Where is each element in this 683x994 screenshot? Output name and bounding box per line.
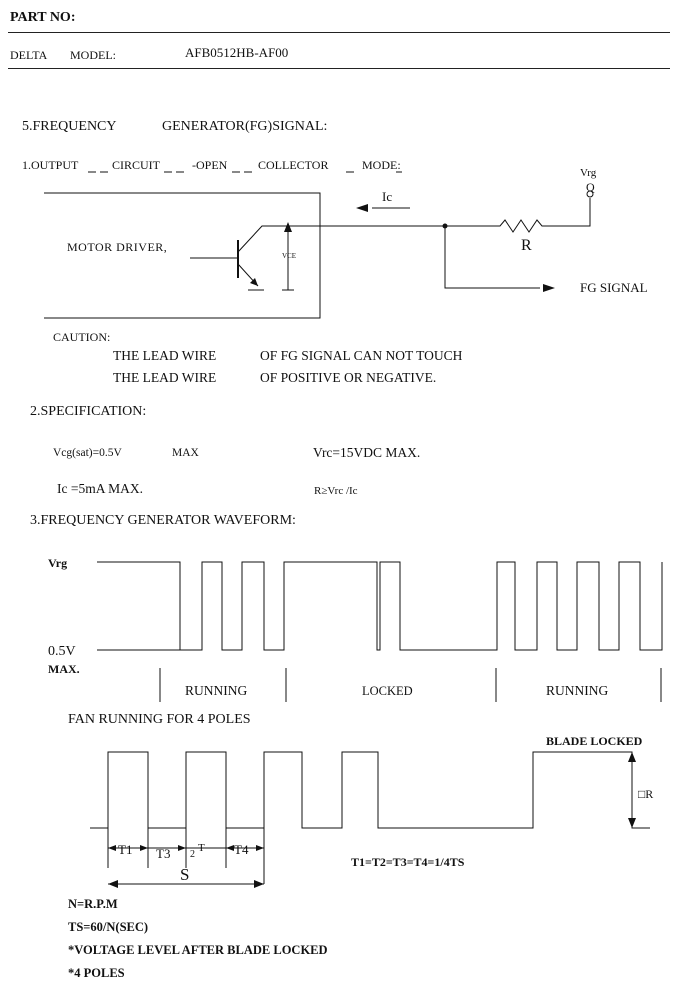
caution-line-2b: OF POSITIVE OR NEGATIVE. — [260, 370, 437, 385]
section-title: 5.FREQUENCY — [22, 119, 117, 134]
s-arrow-left — [108, 880, 118, 888]
section-title-2: GENERATOR(FG)SIGNAL: — [162, 119, 328, 134]
note-ts: TS=60/N(SEC) — [68, 920, 149, 934]
motor-driver-label: MOTOR DRIVER, — [67, 240, 168, 254]
running-label-1: RUNNING — [185, 683, 248, 698]
note-voltage-level: *VOLTAGE LEVEL AFTER BLADE LOCKED — [68, 943, 328, 957]
spec-vrc: Vrc=15VDC MAX. — [313, 445, 421, 460]
fg-signal-label: FG SIGNAL — [580, 280, 648, 295]
vce-arrow-up — [284, 222, 292, 232]
note-rpm: N=R.P.M — [68, 897, 118, 911]
spec-max: MAX — [172, 447, 199, 459]
caution-line-1b: OF FG SIGNAL CAN NOT TOUCH — [260, 348, 463, 363]
spec-vcg: Vcg(sat)=0.5V — [53, 447, 122, 459]
r-box-label: □R — [638, 787, 654, 801]
part-no-label: PART NO: — [10, 10, 76, 25]
vrg-label: Vrg — [580, 167, 597, 179]
t-mid-label: T — [198, 842, 205, 854]
r-arrow-up — [628, 752, 636, 762]
ic-arrow-head — [356, 204, 368, 212]
waveform-vrg-label: Vrg — [48, 556, 68, 570]
waveform-title: 3.FREQUENCY GENERATOR WAVEFORM: — [30, 513, 296, 528]
blade-locked-label: BLADE LOCKED — [546, 734, 643, 748]
s-arrow-right — [254, 880, 264, 888]
poles-title: FAN RUNNING FOR 4 POLES — [68, 712, 251, 727]
output-word-1: 1.OUTPUT — [22, 158, 79, 172]
caution-line-2a: THE LEAD WIRE — [113, 370, 217, 385]
waveform-max-label: MAX. — [48, 662, 80, 676]
period-equation: T1=T2=T3=T4=1/4TS — [351, 855, 465, 869]
delta-label: DELTA — [10, 48, 48, 62]
junction-dot — [442, 223, 448, 229]
locked-label: LOCKED — [362, 684, 413, 698]
t-sub-label: 2 — [190, 849, 195, 860]
resistor-label: R — [521, 237, 532, 254]
output-word-5: MODE: — [362, 158, 401, 172]
output-word-2: CIRCUIT — [112, 158, 160, 172]
output-word-4: COLLECTOR — [258, 158, 329, 172]
output-word-3: -OPEN — [192, 158, 228, 172]
r-arrow-down — [628, 818, 636, 828]
fg-arrow-head — [543, 284, 555, 292]
emitter-arrow — [250, 278, 258, 286]
model-label: MODEL: — [70, 48, 116, 62]
t1-label: T1 — [118, 842, 133, 857]
waveform-low-label: 0.5V — [48, 644, 76, 659]
caution-label: CAUTION: — [53, 330, 111, 344]
vce-label: VCE — [282, 252, 296, 260]
t3-label: T3 — [156, 846, 171, 861]
running-label-2: RUNNING — [546, 683, 609, 698]
q-label: Q — [586, 180, 595, 194]
ic-label: Ic — [382, 189, 393, 204]
spec-title: 2.SPECIFICATION: — [30, 404, 147, 419]
spec-ic: Ic =5mA MAX. — [57, 481, 143, 496]
s-label: S — [180, 865, 190, 884]
note-poles: *4 POLES — [68, 966, 125, 980]
model-value: AFB0512HB-AF00 — [185, 45, 289, 60]
header-rule-bottom — [8, 68, 670, 69]
caution-line-1a: THE LEAD WIRE — [113, 348, 217, 363]
header-rule-top — [8, 32, 670, 33]
t4-label: T4 — [234, 842, 249, 857]
spec-r: R≥Vrc /Ic — [314, 485, 358, 497]
t-arrows — [108, 845, 264, 851]
